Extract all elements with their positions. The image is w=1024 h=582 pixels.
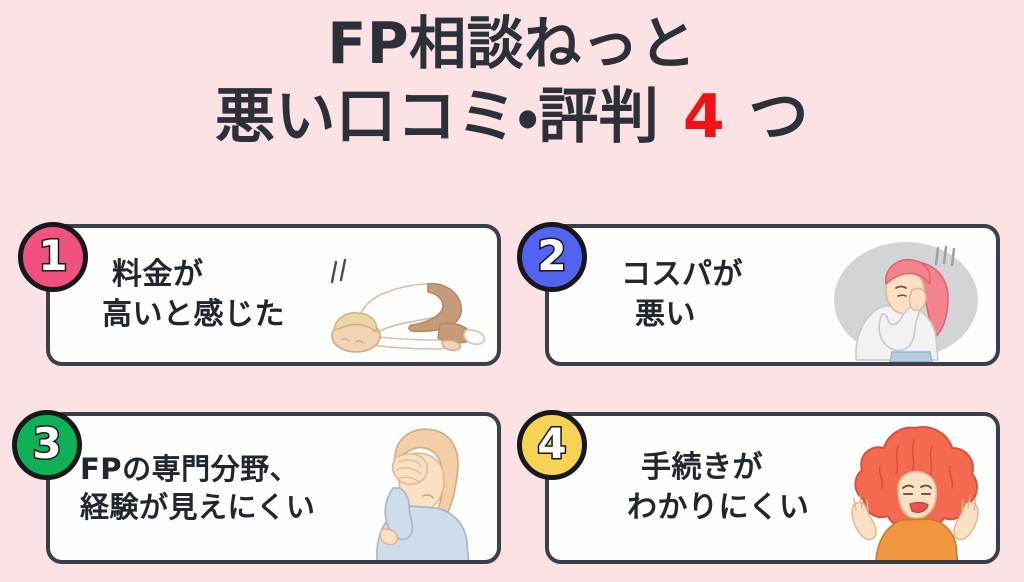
reason-card-2-line-2: 悪い: [635, 297, 696, 332]
title-line-2-before: 悪い口コミ・評判: [215, 82, 681, 152]
title-line-2-after: つ: [727, 82, 809, 152]
reason-card-4-line-1: 手続きが: [641, 450, 763, 486]
reason-card-3-line-1: FPの専門分野、: [80, 451, 300, 486]
reason-card-4-inner: 手続きが わかりにくい: [549, 416, 996, 560]
reason-card-4-text: 手続きが わかりにくい: [549, 448, 809, 527]
reason-badge-2: 2: [517, 222, 587, 292]
person-bowing-dogeza-icon: [330, 258, 486, 353]
reason-card-3-inner: FPの専門分野、 経験が見えにくい: [50, 416, 497, 560]
reason-card-3[interactable]: FPの専門分野、 経験が見えにくい: [46, 412, 501, 564]
woman-worried-hand-on-cheek-icon: [834, 242, 978, 362]
reason-badge-4-label: 4: [536, 419, 568, 468]
reason-card-4-line-2: わかりにくい: [627, 490, 810, 525]
reason-badge-3-label: 3: [31, 419, 63, 468]
reason-card-3-text: FPの専門分野、 経験が見えにくい: [50, 450, 315, 527]
card-grid: 料金が 高いと感じた: [0, 222, 1024, 582]
reason-badge-1: 1: [18, 222, 88, 292]
reason-card-2-line-1: コスパが: [621, 257, 743, 293]
title-line-2: 悪い口コミ・評判 4 つ: [0, 79, 1024, 147]
reason-badge-3: 3: [12, 410, 82, 480]
reason-card-2[interactable]: コスパが 悪い: [545, 224, 1000, 366]
reason-card-2-inner: コスパが 悪い: [549, 228, 996, 362]
reason-card-1-text: 料金が 高いと感じた: [50, 255, 285, 334]
reason-card-3-art: [315, 416, 497, 560]
reason-card-1-art: [285, 228, 497, 362]
reason-badge-2-label: 2: [536, 231, 568, 280]
reason-card-1-inner: 料金が 高いと感じた: [50, 228, 497, 362]
reason-card-4-art: [809, 416, 996, 560]
woman-facepalm-icon: [376, 428, 470, 560]
reason-card-4[interactable]: 手続きが わかりにくい: [545, 412, 1000, 564]
woman-confused-shrug-icon: [851, 426, 979, 560]
title-count: 4: [682, 82, 726, 152]
reason-card-1[interactable]: 料金が 高いと感じた: [46, 224, 501, 366]
reason-badge-1-label: 1: [37, 231, 69, 280]
title-line-1: FP相談ねっと: [327, 11, 697, 77]
reason-card-2-art: [743, 228, 996, 362]
reason-card-1-line-2: 高いと感じた: [102, 297, 285, 332]
reason-badge-4: 4: [517, 410, 587, 480]
reason-card-2-text: コスパが 悪い: [549, 255, 743, 334]
page-title: FP相談ねっと 悪い口コミ・評判 4 つ: [0, 11, 1024, 148]
reason-card-1-line-1: 料金が: [112, 257, 204, 293]
reason-card-3-line-2: 経験が見えにくい: [80, 490, 316, 524]
